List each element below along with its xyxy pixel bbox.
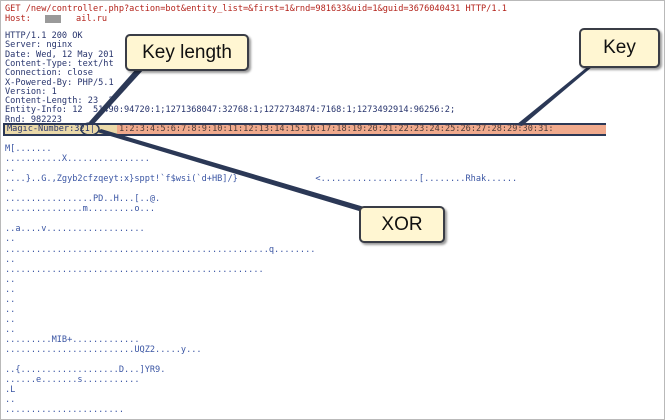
host-label: Host:	[5, 14, 37, 24]
payload-line: .L	[5, 385, 16, 396]
response-header-line: Rnd: 982223	[5, 114, 62, 125]
xor-pointer	[97, 129, 371, 214]
payload-line: ..	[5, 274, 16, 285]
payload-line: ....}..G.,Zgyb2cfzqeyt:x}sppt!`f$wsi(`d+…	[5, 174, 518, 185]
key-length-ring	[80, 122, 100, 136]
payload-line: ...............m.........o...	[5, 204, 156, 215]
redacted-hostname	[45, 15, 61, 23]
payload-line: .................PD..H...[..@.	[5, 194, 161, 205]
payload-line: .......................	[5, 405, 124, 416]
payload-line: ........................................…	[5, 244, 316, 255]
payload-line: ..	[5, 284, 16, 295]
key-highlight	[117, 125, 606, 134]
payload-line: .........................UQZ2.....y...	[5, 345, 202, 355]
response-header-line: Content-Type: text/ht	[5, 58, 114, 69]
magic-key-length: 32	[74, 124, 85, 134]
callout-key-length: Key length	[125, 34, 249, 71]
payload-line: ..	[5, 314, 16, 325]
response-header-line: Entity-Info: 12 51490:94720:1;1271368047…	[5, 105, 456, 116]
callout-key: Key	[579, 28, 660, 68]
magic-number-row: Magic-Number:321| 1:2:3:4:5:6:7:8:9:10:1…	[3, 123, 606, 136]
payload-line: ..	[5, 304, 16, 315]
host-suffix: ail.ru	[76, 14, 108, 24]
magic-number-text: Magic-Number:321|	[7, 124, 95, 135]
payload-line: ..	[5, 254, 16, 265]
payload-line: ..	[5, 234, 16, 245]
response-header-line: HTTP/1.1 200 OK	[5, 31, 83, 41]
host-header: Host: ail.ru	[5, 14, 107, 25]
request-line: GET /new/controller.php?action=bot&entit…	[5, 4, 507, 14]
response-header-line: Server: nginx	[5, 40, 73, 51]
response-header-line: Date: Wed, 12 May 201	[5, 49, 114, 60]
payload-line: .........MIB+.............	[5, 334, 140, 345]
key-pointer	[516, 61, 599, 126]
payload-line: M[.......	[5, 144, 52, 154]
key-length-pointer	[89, 69, 144, 125]
payload-line: ...........X................	[5, 154, 150, 165]
payload-line: ..	[5, 184, 16, 195]
response-header-line: X-Powered-By: PHP/5.1	[5, 77, 114, 88]
payload-line: ..	[5, 324, 16, 335]
payload-line: ...............	[5, 415, 83, 419]
payload-line: ......e.......s...........	[5, 375, 140, 386]
response-header-line: Version: 1	[5, 86, 57, 97]
payload-line: ..a....v...................	[5, 224, 145, 235]
payload-line: ..	[5, 294, 16, 305]
payload-line: ..{...................D...]YR9.	[5, 365, 166, 376]
payload-line: ........................................…	[5, 264, 264, 275]
magic-rest: 1|	[84, 124, 95, 134]
key-bytes: 1:2:3:4:5:6:7:8:9:10:11:12:13:14:15:16:1…	[119, 124, 554, 134]
callout-xor: XOR	[359, 206, 445, 243]
payload-line: ..	[5, 164, 16, 175]
payload-line: ..	[5, 395, 16, 406]
response-header-line: Connection: close	[5, 68, 93, 79]
magic-label: Magic-Number:	[7, 124, 75, 134]
